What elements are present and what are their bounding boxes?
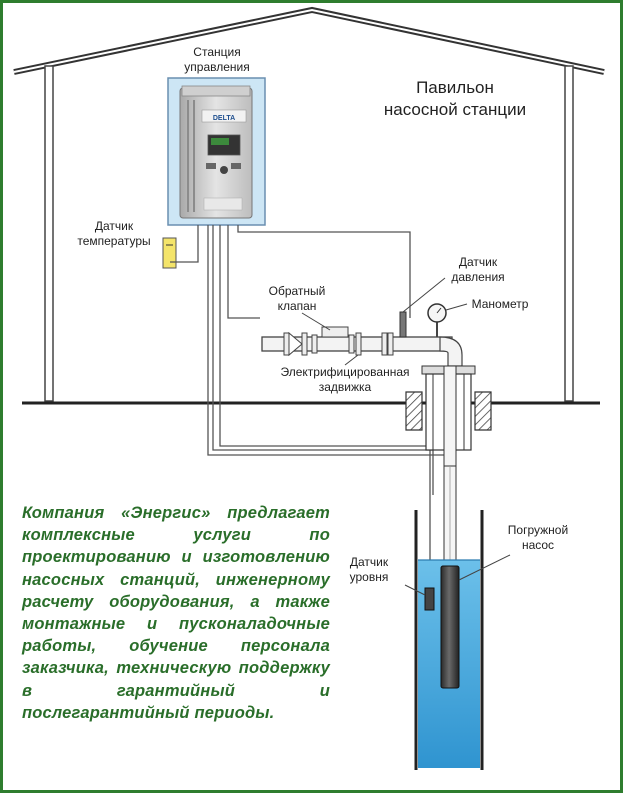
pump-label-1: Погружной — [508, 523, 568, 537]
pavilion-title-1: Павильон — [416, 78, 494, 97]
left-wall — [44, 65, 54, 402]
device-brand: DELTA — [213, 115, 235, 122]
control-station-label-1: Станция — [193, 45, 240, 59]
level-sensor — [424, 587, 435, 611]
pavilion-building — [13, 6, 605, 405]
wellhead — [405, 365, 492, 467]
right-wall — [564, 65, 574, 402]
level-sensor-label-2: уровня — [350, 570, 389, 584]
manometer-label: Манометр — [472, 297, 529, 311]
pressure-sensor — [399, 311, 407, 338]
temp-sensor-label-1: Датчик — [95, 219, 134, 233]
level-sensor-label-1: Датчик — [350, 555, 389, 569]
control-station-label-2: управления — [184, 60, 249, 74]
pump-label-2: насос — [522, 538, 554, 552]
pavilion-title-2: насосной станции — [384, 100, 526, 119]
promo-text: Компания «Энергис» предлагает комплексны… — [22, 504, 330, 722]
pressure-sensor-label-1: Датчик — [459, 255, 498, 269]
electric-gate-label-1: Электрифицированная — [281, 365, 410, 379]
control-station: DELTA — [167, 77, 266, 226]
electric-gate-label-2: задвижка — [319, 380, 372, 394]
check-valve-label-1: Обратный — [269, 284, 326, 298]
submersible-pump — [440, 565, 460, 689]
check-valve — [321, 326, 349, 338]
check-valve-label-2: клапан — [278, 299, 317, 313]
temperature-sensor — [162, 237, 177, 269]
pressure-sensor-label-2: давления — [451, 270, 504, 284]
temp-sensor-label-2: температуры — [77, 234, 150, 248]
pipe-assembly — [261, 326, 463, 367]
